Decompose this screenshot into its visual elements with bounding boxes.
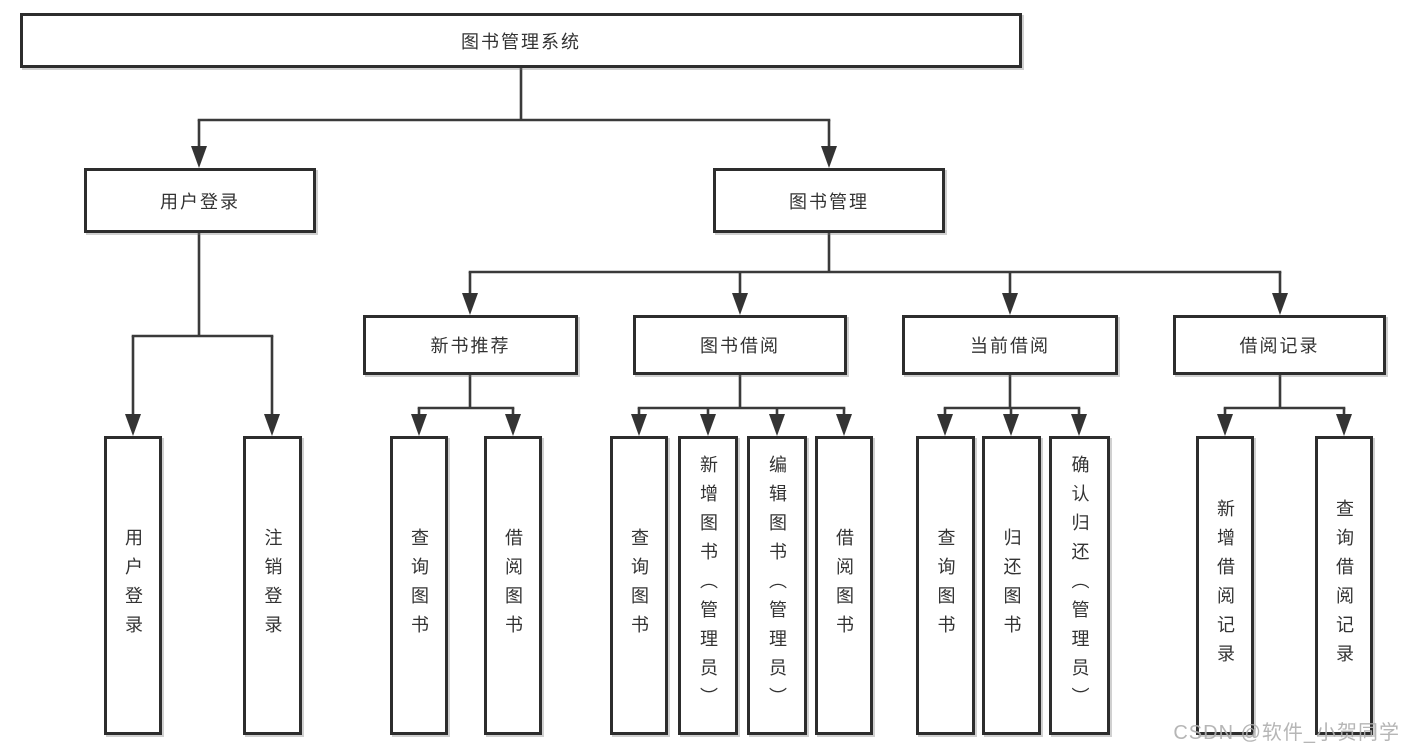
- node-book-borrowing: 图书借阅: [633, 315, 847, 375]
- node-new-book-recommend: 新书推荐: [363, 315, 578, 375]
- leaf-confirm-return-admin-label: 确认归还（管理员）: [1069, 455, 1090, 716]
- leaf-user-login: 用户登录: [104, 436, 162, 735]
- leaf-user-login-label: 用户登录: [123, 527, 143, 644]
- leaf-add-borrow-record-label: 新增借阅记录: [1215, 498, 1235, 673]
- leaf-query-books-current: 查询图书: [916, 436, 975, 735]
- leaf-logout: 注销登录: [243, 436, 302, 735]
- connector-borrowing-records-to-leaves: [1217, 375, 1352, 436]
- node-user-login-branch: 用户登录: [84, 168, 316, 233]
- leaf-logout-label: 注销登录: [262, 527, 283, 644]
- leaf-add-book-admin: 新增图书（管理员）: [678, 436, 738, 735]
- leaf-return-books: 归还图书: [982, 436, 1041, 735]
- connector-book-management-to-level3: [462, 233, 1288, 315]
- leaf-borrow-books-borrowing-label: 借阅图书: [834, 527, 854, 644]
- connector-book-borrowing-to-leaves: [631, 375, 852, 436]
- node-borrowing-records: 借阅记录: [1173, 315, 1386, 375]
- leaf-borrow-books-borrowing: 借阅图书: [815, 436, 873, 735]
- leaf-add-borrow-record: 新增借阅记录: [1196, 436, 1254, 735]
- leaf-confirm-return-admin: 确认归还（管理员）: [1049, 436, 1110, 735]
- node-current-borrowing: 当前借阅: [902, 315, 1118, 375]
- leaf-add-book-admin-label: 新增图书（管理员）: [698, 455, 718, 716]
- leaf-edit-book-admin-label: 编辑图书（管理员）: [767, 455, 787, 716]
- leaf-query-books-borrowing-label: 查询图书: [629, 527, 649, 644]
- leaf-borrow-books-recommend-label: 借阅图书: [503, 527, 523, 644]
- leaf-query-books-recommend-label: 查询图书: [409, 527, 429, 644]
- leaf-borrow-books-recommend: 借阅图书: [484, 436, 542, 735]
- leaf-query-borrow-record-label: 查询借阅记录: [1334, 498, 1354, 673]
- node-book-management-branch: 图书管理: [713, 168, 945, 233]
- leaf-edit-book-admin: 编辑图书（管理员）: [747, 436, 807, 735]
- leaf-query-books-borrowing: 查询图书: [610, 436, 668, 735]
- node-root-system: 图书管理系统: [20, 13, 1022, 68]
- connector-current-borrowing-to-leaves: [937, 375, 1087, 436]
- csdn-watermark: CSDN @软件_小贺同学: [1173, 722, 1400, 744]
- leaf-query-books-current-label: 查询图书: [935, 527, 956, 644]
- leaf-query-books-recommend: 查询图书: [390, 436, 448, 735]
- connector-new-book-recommend-to-leaves: [411, 375, 521, 436]
- connector-user-login-to-leaves: [125, 233, 280, 436]
- connector-root-to-level2: [191, 68, 837, 168]
- leaf-return-books-label: 归还图书: [1001, 527, 1022, 644]
- leaf-query-borrow-record: 查询借阅记录: [1315, 436, 1373, 735]
